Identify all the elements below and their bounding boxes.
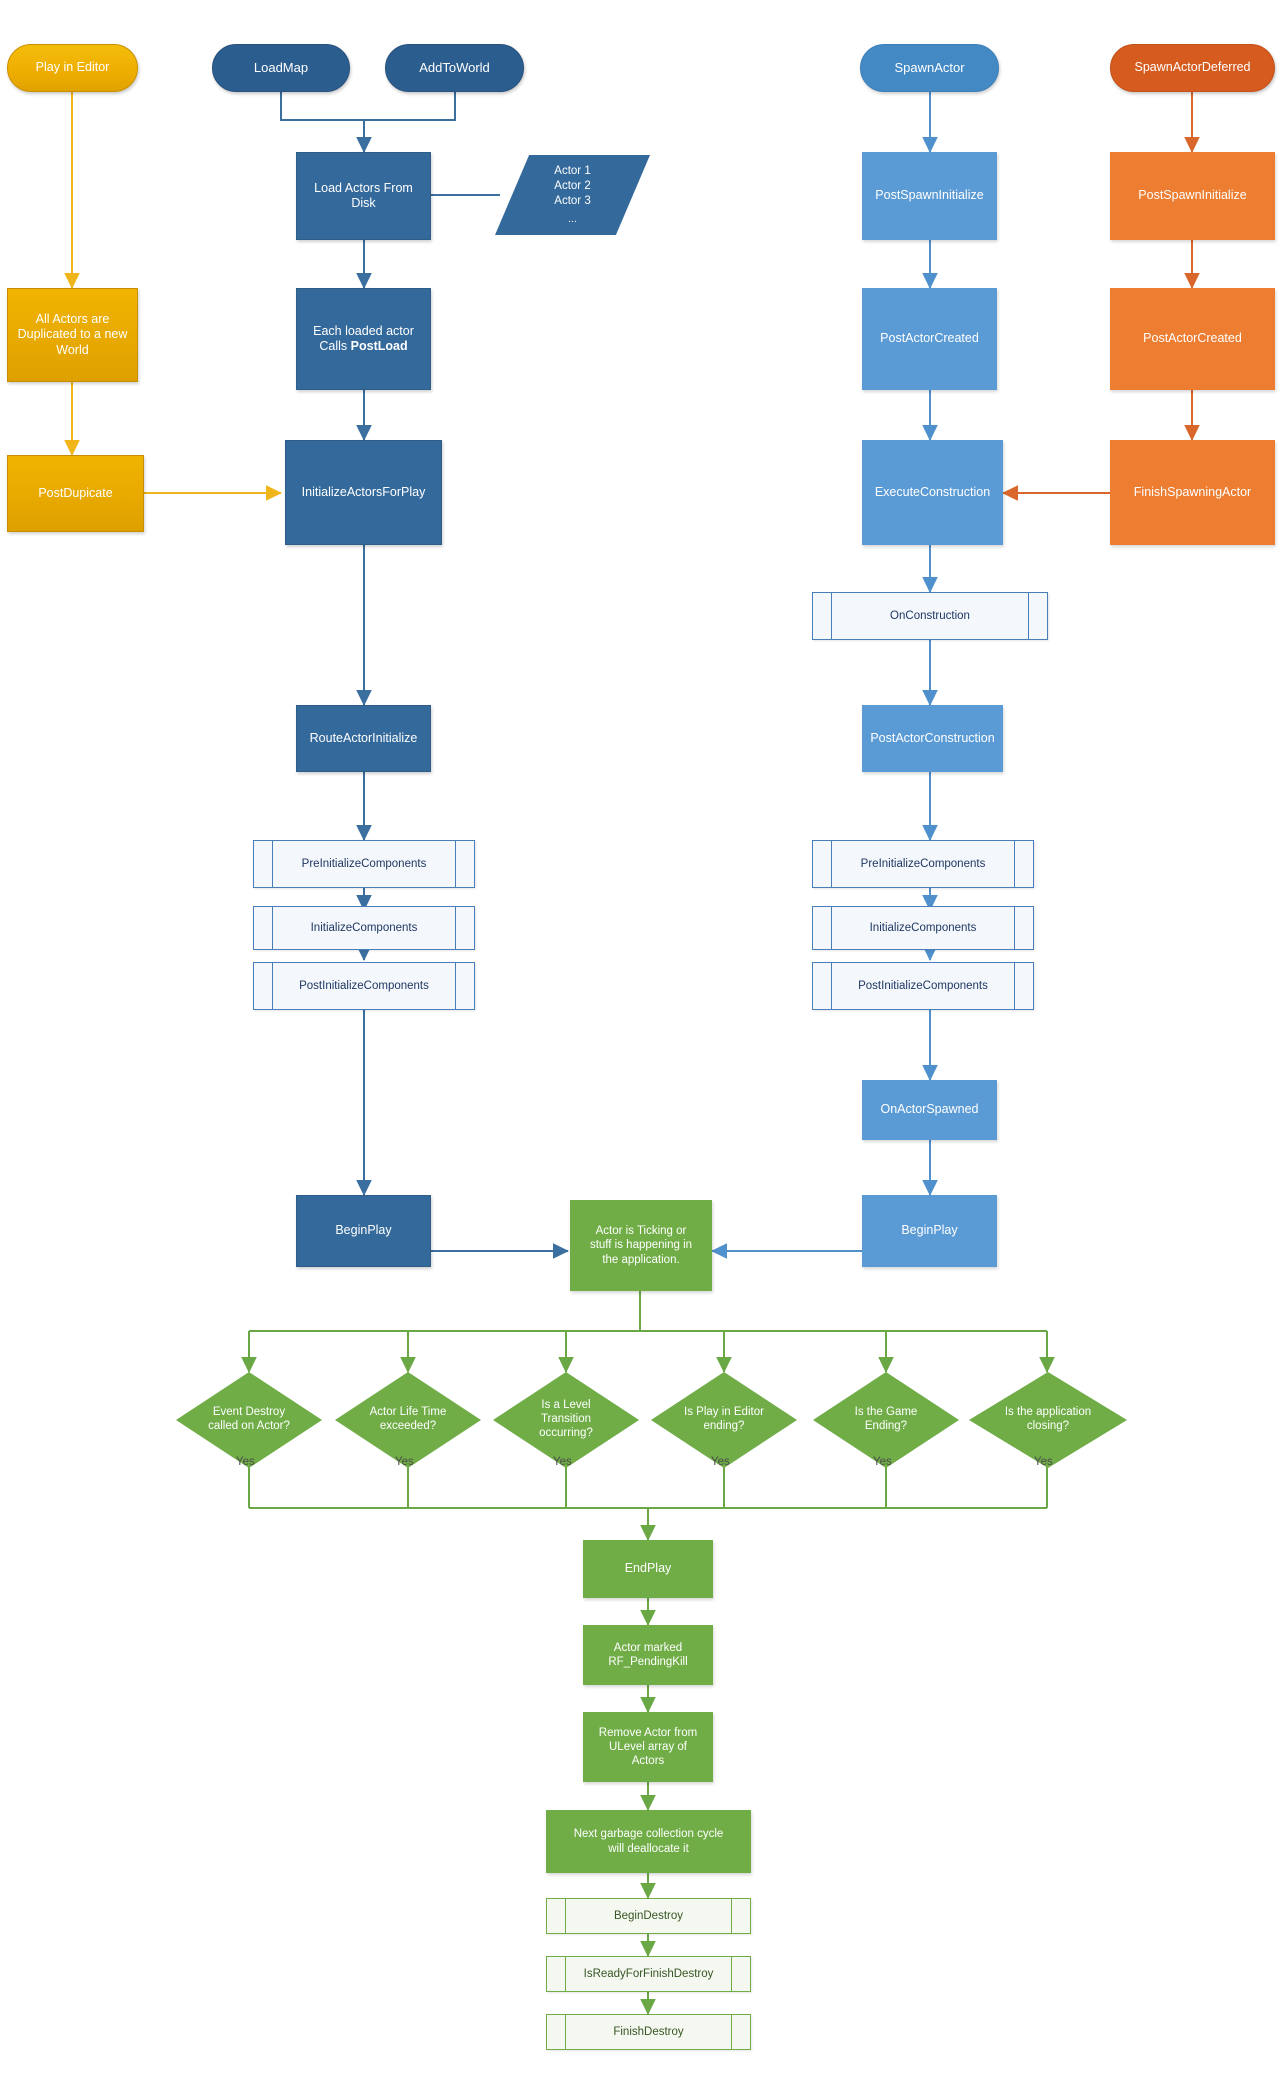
decision-event-destroy[interactable]: Event Destroy called on Actor?	[176, 1372, 322, 1468]
node-post-actor-created-blue[interactable]: PostActorCreated	[862, 288, 997, 390]
node-post-actor-created-orange[interactable]: PostActorCreated	[1110, 288, 1275, 390]
node-label: Actor is Ticking or stuff is happening i…	[589, 1225, 693, 1266]
node-label: PostActorConstruction	[870, 730, 995, 745]
node-label-group: Actor 1 Actor 2 Actor 3 ...	[495, 155, 650, 235]
decision-label: Actor Life Time exceeded?	[369, 1406, 447, 1432]
node-label: RouteActorInitialize	[309, 730, 418, 745]
node-all-actors-duplicated[interactable]: All Actors are Duplicated to a new World	[7, 288, 138, 382]
decision-label: Is the Game Ending?	[854, 1406, 918, 1432]
node-label: FinishSpawningActor	[1133, 484, 1252, 499]
node-remove-actor-from-ulevel[interactable]: Remove Actor from ULevel array of Actors	[583, 1712, 713, 1782]
node-label: InitializeActorsForPlay	[301, 484, 426, 499]
node-initialize-components-left[interactable]: InitializeComponents	[253, 906, 475, 950]
node-add-to-world[interactable]: AddToWorld	[385, 44, 524, 92]
decision-label: Is a Level Transition occurring?	[539, 1399, 593, 1439]
node-label-pre: Each loaded actor Calls	[313, 323, 414, 353]
node-begin-play-left[interactable]: BeginPlay	[296, 1195, 431, 1267]
node-post-spawn-initialize-blue[interactable]: PostSpawnInitialize	[862, 152, 997, 240]
node-label: InitializeComponents	[869, 921, 977, 934]
node-label: SpawnActorDeferred	[1134, 60, 1251, 75]
node-label-bold: PostLoad	[350, 339, 408, 353]
node-on-construction[interactable]: OnConstruction	[812, 592, 1048, 640]
edge-label-yes-game-ending: Yes	[873, 1456, 892, 1468]
node-label: OnActorSpawned	[880, 1102, 979, 1117]
node-label: PostDupicate	[38, 485, 113, 500]
node-finish-spawning-actor[interactable]: FinishSpawningActor	[1110, 440, 1275, 545]
node-label: ExecuteConstruction	[874, 484, 991, 499]
node-label: All Actors are Duplicated to a new World	[17, 312, 128, 357]
node-label: InitializeComponents	[310, 921, 418, 934]
node-load-map[interactable]: LoadMap	[212, 44, 350, 92]
node-label: FinishDestroy	[613, 2025, 684, 2038]
decision-application-closing[interactable]: Is the application closing?	[969, 1372, 1127, 1468]
node-spawn-actor[interactable]: SpawnActor	[860, 44, 999, 92]
node-end-play[interactable]: EndPlay	[583, 1540, 713, 1598]
node-spawn-actor-deferred[interactable]: SpawnActorDeferred	[1110, 44, 1275, 92]
node-post-dupicate[interactable]: PostDupicate	[7, 455, 144, 532]
node-post-spawn-initialize-orange[interactable]: PostSpawnInitialize	[1110, 152, 1275, 240]
node-post-initialize-components-right[interactable]: PostInitializeComponents	[812, 962, 1034, 1010]
edge-label-yes-actor-life-time: Yes	[395, 1456, 414, 1468]
node-label-group: Each loaded actor Calls PostLoad	[313, 324, 414, 355]
node-begin-play-right[interactable]: BeginPlay	[862, 1195, 997, 1267]
node-execute-construction[interactable]: ExecuteConstruction	[862, 440, 1003, 545]
edge-label-yes-level-transition: Yes	[553, 1456, 572, 1468]
node-is-ready-for-finish-destroy[interactable]: IsReadyForFinishDestroy	[546, 1956, 751, 1992]
node-label: LoadMap	[253, 60, 309, 76]
node-label: BeginPlay	[335, 1223, 392, 1238]
node-label: PostSpawnInitialize	[1138, 188, 1247, 203]
node-post-actor-construction[interactable]: PostActorConstruction	[862, 705, 1003, 772]
node-label: PostInitializeComponents	[299, 979, 429, 992]
decision-game-ending[interactable]: Is the Game Ending?	[813, 1372, 959, 1468]
decision-label: Event Destroy called on Actor?	[208, 1406, 290, 1432]
node-next-garbage-collection[interactable]: Next garbage collection cycle will deall…	[546, 1810, 751, 1873]
node-label: Remove Actor from ULevel array of Actors	[598, 1726, 698, 1767]
decision-play-in-editor-ending[interactable]: Is Play in Editor ending?	[651, 1372, 797, 1468]
node-on-actor-spawned[interactable]: OnActorSpawned	[862, 1080, 997, 1140]
node-label: PostInitializeComponents	[858, 979, 988, 992]
node-label: IsReadyForFinishDestroy	[583, 1967, 714, 1980]
node-finish-destroy[interactable]: FinishDestroy	[546, 2014, 751, 2050]
node-pre-initialize-components-left[interactable]: PreInitializeComponents	[253, 840, 475, 888]
node-label: PostActorCreated	[1143, 331, 1242, 346]
node-initialize-actors-for-play[interactable]: InitializeActorsForPlay	[285, 440, 442, 545]
decision-actor-life-time[interactable]: Actor Life Time exceeded?	[335, 1372, 481, 1468]
decision-label: Is Play in Editor ending?	[684, 1406, 764, 1432]
actor-list-lines: Actor 1 Actor 2 Actor 3	[554, 164, 591, 207]
edge-label-yes-play-in-editor-ending: Yes	[711, 1456, 730, 1468]
node-label: PreInitializeComponents	[301, 857, 427, 870]
node-actor-list[interactable]: Actor 1 Actor 2 Actor 3 ...	[495, 155, 650, 235]
node-begin-destroy[interactable]: BeginDestroy	[546, 1898, 751, 1934]
node-label: Load Actors From Disk	[314, 180, 413, 210]
node-label: Play in Editor	[35, 60, 110, 75]
edge-label-yes-event-destroy: Yes	[236, 1456, 255, 1468]
node-label: BeginPlay	[901, 1223, 958, 1238]
node-label: SpawnActor	[894, 60, 965, 76]
node-label: Next garbage collection cycle will deall…	[573, 1828, 724, 1855]
node-route-actor-initialize[interactable]: RouteActorInitialize	[296, 705, 431, 772]
node-label: AddToWorld	[419, 60, 490, 76]
node-each-loaded-actor-postload[interactable]: Each loaded actor Calls PostLoad	[296, 288, 431, 390]
node-pre-initialize-components-right[interactable]: PreInitializeComponents	[812, 840, 1034, 888]
node-label: EndPlay	[624, 1561, 672, 1576]
decision-label: Is the application closing?	[1004, 1406, 1092, 1432]
edge-label-yes-application-closing: Yes	[1034, 1456, 1053, 1468]
node-post-initialize-components-left[interactable]: PostInitializeComponents	[253, 962, 475, 1010]
node-label: PreInitializeComponents	[860, 857, 986, 870]
node-actor-marked-pendingkill[interactable]: Actor marked RF_PendingKill	[583, 1625, 713, 1685]
node-label: BeginDestroy	[613, 1909, 684, 1922]
node-initialize-components-right[interactable]: InitializeComponents	[812, 906, 1034, 950]
node-label: PostSpawnInitialize	[875, 188, 984, 203]
node-actor-ticking[interactable]: Actor is Ticking or stuff is happening i…	[570, 1200, 712, 1291]
node-label: PostActorCreated	[880, 331, 979, 346]
node-label: OnConstruction	[890, 609, 970, 622]
node-play-in-editor[interactable]: Play in Editor	[7, 44, 138, 92]
node-load-actors-from-disk[interactable]: Load Actors From Disk	[296, 152, 431, 240]
actor-list-ellipsis: ...	[568, 212, 577, 225]
decision-level-transition[interactable]: Is a Level Transition occurring?	[493, 1372, 639, 1468]
node-label: Actor marked RF_PendingKill	[608, 1641, 688, 1668]
